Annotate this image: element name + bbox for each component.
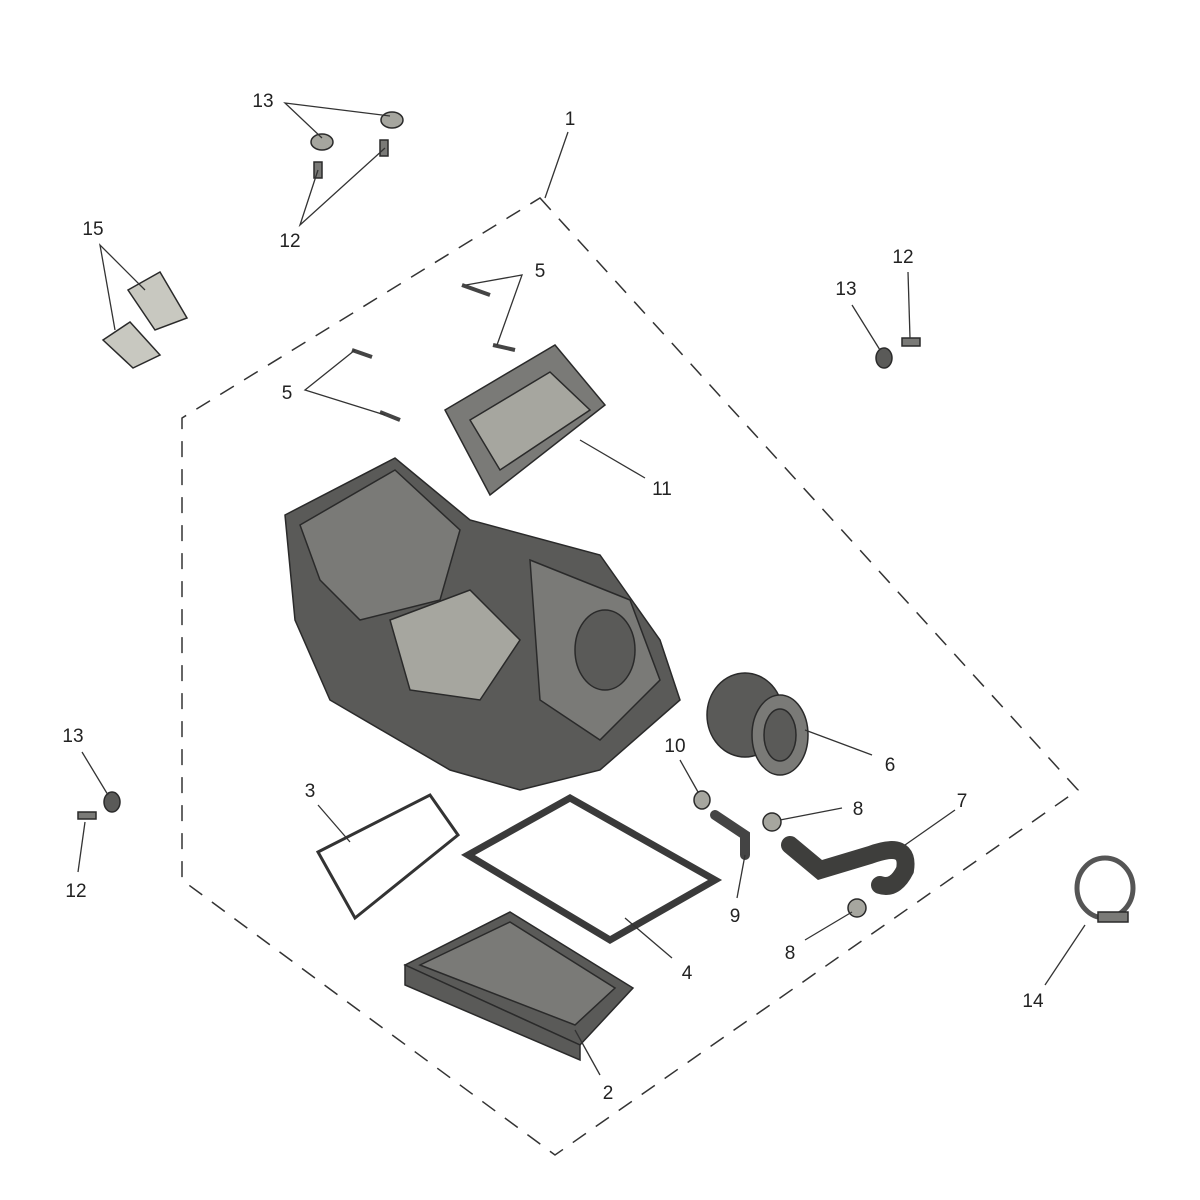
part-13-12-right [875, 337, 921, 369]
callout-1: 1 [565, 109, 576, 130]
callout-12: 12 [892, 247, 913, 268]
part-14-hose-clamp [1074, 855, 1136, 923]
callout-5: 5 [282, 383, 293, 404]
part-8-clamps [762, 812, 867, 918]
callout-12: 12 [65, 881, 86, 902]
leader-lines [77, 102, 1086, 1076]
callout-13: 13 [252, 91, 273, 112]
part-15-labels [101, 270, 189, 369]
callout-2: 2 [603, 1083, 614, 1104]
part-2-air-filter [403, 911, 635, 1062]
callout-8: 8 [785, 943, 796, 964]
callout-5: 5 [535, 261, 546, 282]
callout-7: 7 [957, 791, 968, 812]
callout-10: 10 [664, 736, 685, 757]
part-1-airbox-housing [284, 457, 681, 791]
callout-9: 9 [730, 906, 741, 927]
part-10-clip [693, 790, 711, 810]
callout-11: 11 [652, 479, 672, 500]
callout-15: 15 [82, 219, 103, 240]
part-11-bracket [444, 344, 607, 497]
callout-12: 12 [279, 231, 300, 252]
part-6-intake-boot [706, 672, 809, 776]
part-5-screws [351, 283, 516, 422]
callout-13: 13 [62, 726, 83, 747]
callout-6: 6 [885, 755, 896, 776]
part-4-filter-frame [461, 793, 723, 945]
part-13-grommets-top [310, 111, 404, 151]
callout-4: 4 [682, 963, 693, 984]
callout-3: 3 [305, 781, 316, 802]
callout-13: 13 [835, 279, 856, 300]
callout-8: 8 [853, 799, 864, 820]
callout-14: 14 [1022, 991, 1044, 1012]
part-3-gasket [315, 793, 461, 921]
part-7-hose [781, 836, 915, 895]
part-9-hose [710, 810, 750, 860]
callout-labels: 13 12 1 15 5 5 13 12 11 6 10 8 7 13 12 3… [62, 91, 1044, 1104]
part-13-12-left [77, 791, 121, 820]
